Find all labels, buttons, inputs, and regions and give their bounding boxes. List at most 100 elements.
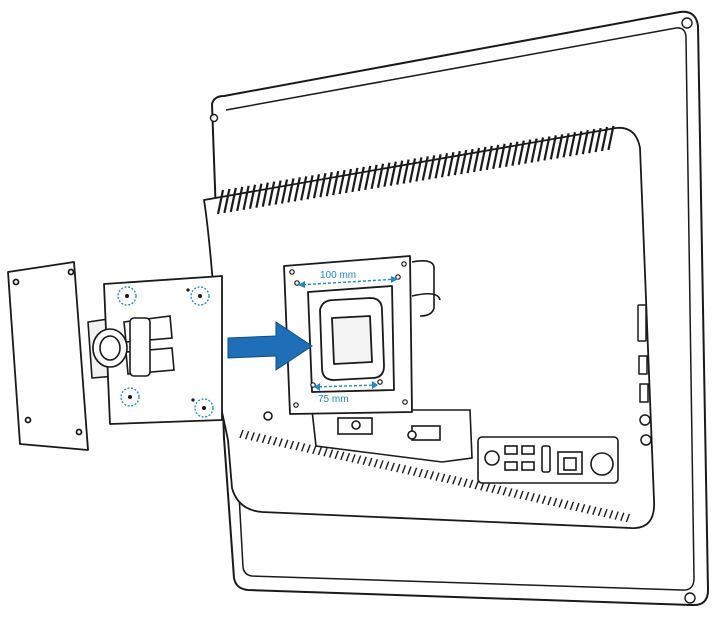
vent-slot [421,156,429,181]
vent-slot [402,159,410,184]
vent-slot [242,185,250,211]
vent-slot [319,172,327,198]
usb-port [504,445,518,455]
vent-slot [543,136,551,161]
vent-slot [519,490,524,500]
vent-slot [530,138,538,163]
vent-slot [373,458,379,468]
vent-slot [389,161,397,186]
vent-slot [536,137,545,162]
vent-slot [356,455,362,464]
screw-icon [75,428,83,436]
mount-hole-icon [402,399,408,405]
ventilation-slots [216,125,615,215]
vent-slot [312,445,317,455]
mount-hole-icon [125,294,129,298]
vent-slot [216,189,225,215]
mount-hole-icon [293,402,299,408]
vent-slot [597,507,603,517]
pivot-knob-inner [99,335,121,361]
vent-slot [498,143,506,169]
vent-slot [306,175,314,200]
vent-slot [287,178,295,203]
mount-hole-icon [198,294,202,298]
vent-slot [256,433,261,442]
vent-slot [586,505,591,514]
vent-slot [364,165,372,191]
screw-icon [407,430,417,440]
vent-slot [460,149,468,175]
vent-slot [466,148,474,174]
vent-slot [340,451,345,461]
monitor-back [203,10,709,607]
arrow-head-icon [372,381,378,389]
vent-slot [536,494,541,503]
vent-slot [504,142,513,167]
usb-port [504,461,518,471]
vent-slot [351,167,359,193]
vent-slot [440,473,446,483]
monitor-frame-inner [225,27,695,591]
power-jack [484,450,500,466]
mount-hole-icon [289,269,295,275]
screw-icon [681,17,693,29]
vent-slot [223,188,231,214]
vent-slot [239,429,244,439]
adapter-hole-dots [125,288,206,410]
vent-slot [424,469,429,479]
vent-slot [250,432,255,441]
vent-slot [390,462,395,472]
vent-slot [446,474,451,484]
mount-hole-icon [310,382,316,388]
arrow-head-icon [391,276,398,283]
vent-slot [541,495,547,504]
vent-slot [295,441,300,451]
screw-icon [684,592,696,604]
vent-slot [334,450,339,459]
vent-slot [351,454,356,463]
mount-hole-icon [294,280,300,286]
vent-slot [524,491,530,501]
dimension-label-75mm: 75 mm [318,394,349,405]
vent-slot [472,147,481,173]
arrow-right-icon [227,321,313,371]
vent-slot [508,488,513,497]
stand-hinge [263,260,473,463]
screw-icon [24,416,32,424]
vent-slot [530,493,535,502]
vent-slot [284,439,289,448]
vent-slot [517,140,525,165]
dimension-100mm: 100 mm [297,270,399,288]
vent-slot [396,463,401,473]
screw-icon [351,420,361,430]
vent-slot [300,443,306,452]
vent-slot [261,182,269,207]
vent-slot [338,169,346,195]
vent-slot [463,478,468,487]
usb-port [521,445,535,455]
vent-slot [457,477,463,486]
vent-slot [575,502,580,512]
vent-slot [564,500,569,509]
vent-slot [344,168,353,194]
mount-hole-icon [128,395,132,399]
usb-port [638,355,648,375]
vent-slot [569,501,575,511]
mount-hole-icon [377,379,383,385]
wall-plate [7,261,89,451]
vent-slot [306,444,311,453]
vent-slot [556,134,564,159]
vent-slot [317,446,323,456]
ethernet-port-inner [563,457,577,471]
monitor-vesa-plate [283,255,413,415]
mount-hole-icon [401,261,407,267]
mount-hole-icon [186,288,190,292]
vent-slot [274,180,282,205]
cable-hook [411,260,435,317]
vent-slot [435,472,440,481]
dimension-label-100mm: 100 mm [320,270,356,281]
vent-slot [562,133,570,158]
vent-slot [412,467,418,476]
vent-slot [552,497,558,507]
vent-slot [453,150,461,176]
